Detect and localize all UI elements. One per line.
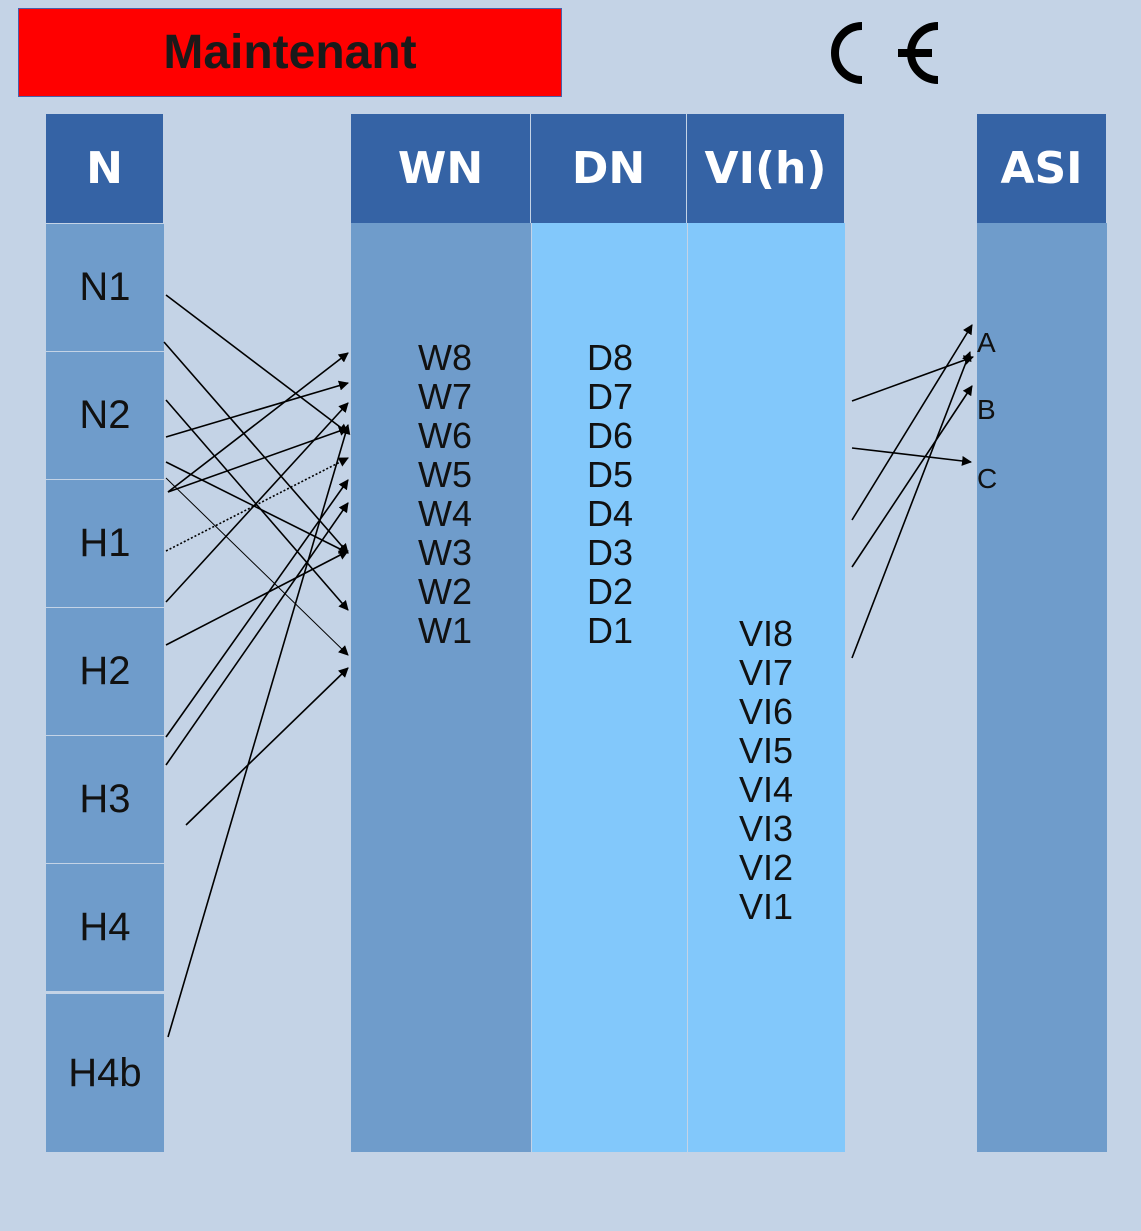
vi-item: VI2 <box>738 847 794 888</box>
n-cell: H1 <box>46 479 164 607</box>
header-wn-label: WN <box>397 143 484 194</box>
vi-item: VI1 <box>738 886 794 927</box>
dn-item: D1 <box>586 610 634 651</box>
wn-item: W1 <box>418 610 472 651</box>
arrow <box>851 355 974 402</box>
asi-label-a: A <box>977 327 996 358</box>
header-dn-label: DN <box>571 143 646 194</box>
wn-item: W8 <box>418 337 472 378</box>
arrow <box>851 351 972 659</box>
header-asi: ASI <box>977 114 1107 223</box>
arrow <box>165 502 349 766</box>
arrow <box>165 402 349 603</box>
dn-item: D6 <box>586 415 634 456</box>
wn-item: W2 <box>418 571 472 612</box>
n-cell: H4b <box>46 993 164 1152</box>
vi-column <box>687 223 845 1152</box>
arrow <box>185 667 349 826</box>
n-label: H2 <box>79 649 131 693</box>
vi-list: VI8 VI7 VI6 VI5 VI4 VI3 VI2 VI1 <box>716 614 816 926</box>
n-label: H3 <box>79 777 131 821</box>
vi-item: VI8 <box>738 613 794 654</box>
header-vi-label: VI(h) <box>704 143 827 194</box>
header-asi-label: ASI <box>1000 143 1083 194</box>
n-label: H1 <box>79 521 131 565</box>
arrow <box>167 424 351 1038</box>
vi-item: VI5 <box>738 730 794 771</box>
title-banner: Maintenant <box>18 8 562 97</box>
dn-item: D5 <box>586 454 634 495</box>
dn-column <box>531 223 687 1152</box>
asi-label-c: C <box>977 463 998 494</box>
wn-item: W5 <box>418 454 472 495</box>
wn-list: W8 W7 W6 W5 W4 W3 W2 W1 <box>400 338 490 650</box>
dn-item: D8 <box>586 337 634 378</box>
n-label: N2 <box>79 393 131 437</box>
n-cell: H2 <box>46 607 164 735</box>
arrow <box>167 426 349 493</box>
arrow <box>163 341 349 554</box>
arrow <box>167 352 349 493</box>
n-cell: H4 <box>46 863 164 991</box>
header-n-label: N <box>86 143 123 194</box>
arrow <box>165 479 349 738</box>
thin-arrow <box>165 477 349 656</box>
vi-item: VI7 <box>738 652 794 693</box>
ce-mark-icon <box>831 22 939 84</box>
dn-list: D8 D7 D6 D5 D4 D3 D2 D1 <box>565 338 655 650</box>
n-label: H4b <box>68 1050 142 1095</box>
title-text: Maintenant <box>163 26 417 79</box>
dn-item: D3 <box>586 532 634 573</box>
asi-label-b: B <box>977 394 996 425</box>
dn-item: D2 <box>586 571 634 612</box>
wn-item: W7 <box>418 376 472 417</box>
arrow <box>851 447 972 466</box>
n-label: H4 <box>79 905 131 949</box>
wn-item: W4 <box>418 493 472 534</box>
header-dn: DN <box>531 114 687 223</box>
wn-item: W3 <box>418 532 472 573</box>
wn-column <box>351 223 531 1152</box>
arrow <box>851 324 973 521</box>
dn-item: D4 <box>586 493 634 534</box>
arrow <box>165 380 349 438</box>
vi-item: VI3 <box>738 808 794 849</box>
arrow <box>165 550 349 646</box>
wn-item: W6 <box>418 415 472 456</box>
arrow <box>165 294 349 434</box>
n-cell: H3 <box>46 735 164 863</box>
arrow <box>851 385 973 568</box>
n-label: N1 <box>79 265 131 309</box>
header-n: N <box>46 114 164 223</box>
n-cell: N1 <box>46 223 164 351</box>
header-vi: VI(h) <box>687 114 845 223</box>
vi-item: VI4 <box>738 769 794 810</box>
header-wn: WN <box>351 114 531 223</box>
vi-item: VI6 <box>738 691 794 732</box>
arrow <box>165 461 349 554</box>
n-cell: N2 <box>46 351 164 479</box>
asi-column <box>977 223 1107 1152</box>
dn-item: D7 <box>586 376 634 417</box>
